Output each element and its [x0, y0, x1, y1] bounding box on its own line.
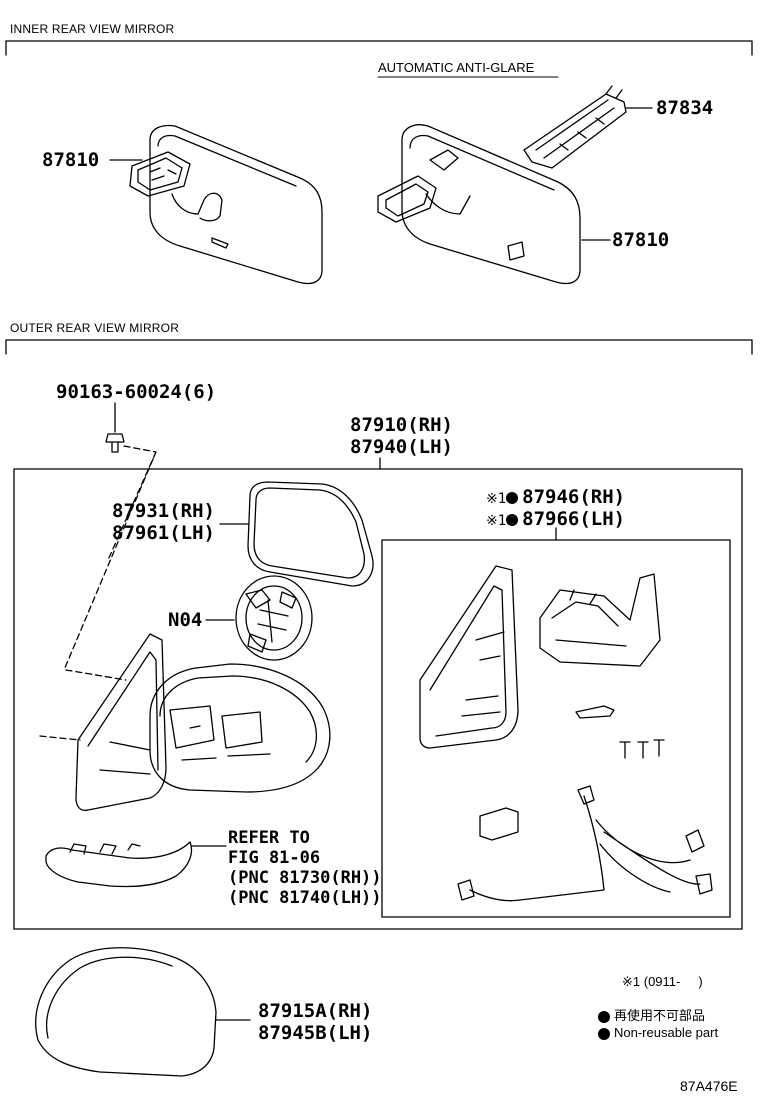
part-number-bolt: 90163-60024(6)	[56, 381, 217, 403]
part-number-mirror-rh: 87931(RH)	[112, 500, 215, 522]
part-number-assy-rh: 87910(RH)	[350, 414, 453, 436]
part-number-assy-lh: 87940(LH)	[350, 436, 453, 458]
part-number-sub-lh: ※1 87966(LH)	[486, 508, 625, 532]
part-number-motor: N04	[168, 609, 203, 631]
part-number-87810-right: 87810	[612, 229, 670, 251]
adjust-bracket	[539, 573, 661, 667]
sub-lh-number: 87966(LH)	[522, 508, 626, 530]
wire-harness	[457, 785, 713, 902]
connector-block	[479, 807, 519, 841]
figure-id: 87A476E	[680, 1078, 738, 1094]
legend-dot-jp	[598, 1010, 610, 1023]
part-number-87810-left: 87810	[42, 149, 100, 171]
legend-jp: 再使用不可部品	[598, 1005, 705, 1024]
part-number-cover-rh: 87915A(RH)	[258, 1000, 373, 1022]
mirror-cover	[35, 947, 217, 1077]
non-reusable-dot	[506, 513, 519, 526]
turn-signal-lamp	[45, 841, 193, 888]
inner-mirror-auto	[377, 85, 627, 285]
mirror-glass	[247, 481, 374, 587]
refer-line-1: REFER TO	[228, 828, 310, 848]
outer-section-bracket	[5, 339, 753, 355]
inner-mirror-standard	[129, 124, 323, 285]
screws	[619, 739, 665, 759]
auto-anti-glare-label: AUTOMATIC ANTI-GLARE	[378, 60, 535, 75]
legend-range: ※1 (0911- )	[622, 974, 703, 989]
section-title-outer: OUTER REAR VIEW MIRROR	[10, 321, 180, 335]
refer-line-2: FIG 81-06	[228, 848, 321, 868]
assembly-box	[13, 468, 743, 930]
refer-line-3: (PNC 81730(RH))	[228, 868, 382, 888]
actuator-motor	[235, 575, 313, 661]
legend-en-text: Non-reusable part	[614, 1025, 719, 1040]
part-number-87834: 87834	[656, 97, 714, 119]
part-number-mirror-lh: 87961(LH)	[112, 522, 215, 544]
sub-mark-rh: ※1	[486, 491, 507, 507]
refer-line-4: (PNC 81740(LH))	[228, 888, 382, 908]
bolt-90163	[105, 402, 125, 453]
sub-mark-lh: ※1	[486, 513, 507, 529]
legend-dot-en	[598, 1027, 610, 1040]
part-number-cover-lh: 87945B(LH)	[258, 1022, 373, 1044]
legend-en: Non-reusable part	[598, 1025, 718, 1040]
part-number-sub-rh: ※1 87946(RH)	[486, 486, 625, 510]
non-reusable-dot	[506, 491, 519, 504]
mirror-housing	[75, 633, 331, 812]
inner-section-bracket	[5, 40, 753, 56]
small-clip	[575, 705, 615, 719]
section-title-inner: INNER REAR VIEW MIRROR	[10, 22, 175, 36]
bolt-guide	[63, 445, 157, 671]
legend-jp-text: 再使用不可部品	[614, 1008, 706, 1023]
sub-rh-number: 87946(RH)	[522, 486, 626, 508]
mirror-base-frame	[419, 565, 519, 749]
